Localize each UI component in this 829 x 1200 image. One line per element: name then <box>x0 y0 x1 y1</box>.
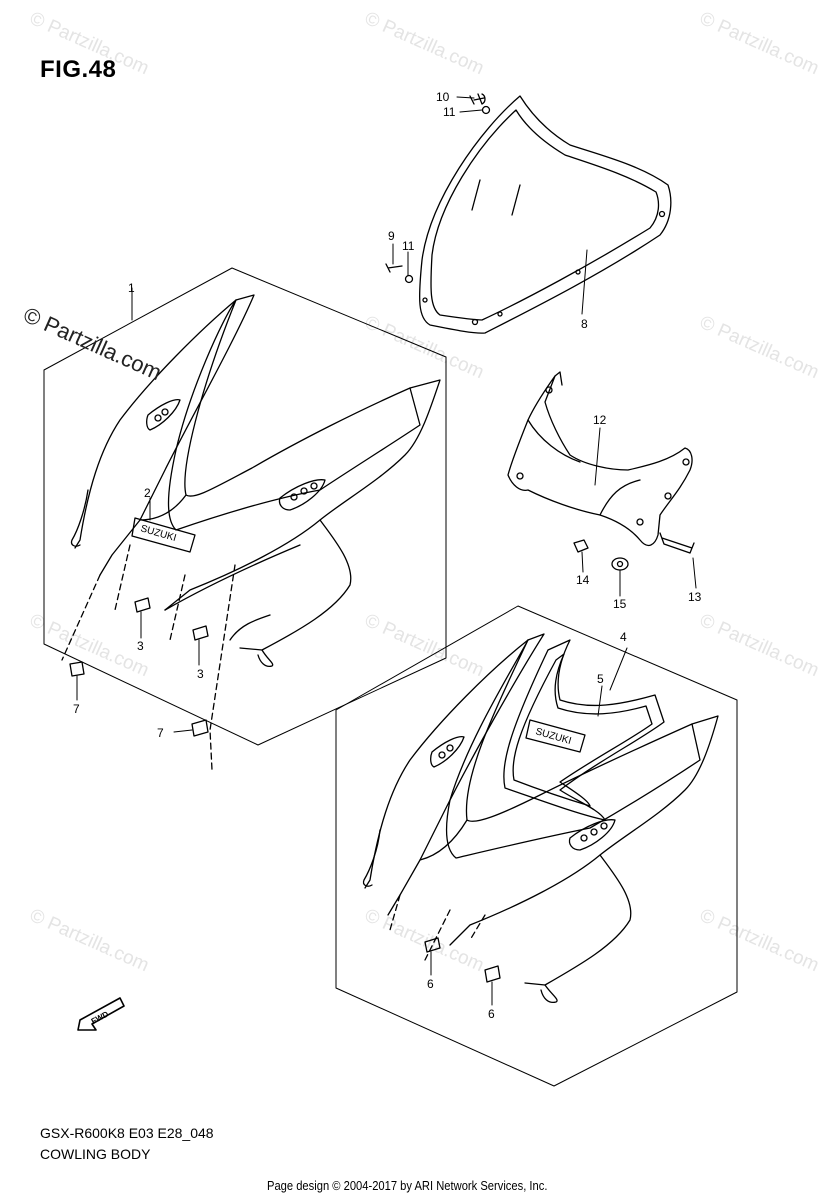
callout-11: 11 <box>443 105 456 119</box>
callout-11: 11 <box>402 239 415 253</box>
model-code: GSX-R600K8 E03 E28_048 <box>40 1125 214 1141</box>
callout-3: 3 <box>197 667 204 681</box>
cowling-group-frame <box>43 267 447 746</box>
screw-9 <box>385 263 403 273</box>
cowling-bracket-part-12 <box>507 371 693 547</box>
callout-9: 9 <box>388 229 395 243</box>
sticker-3b <box>192 625 209 641</box>
callout-3: 3 <box>137 639 144 653</box>
callout-13: 13 <box>688 590 702 604</box>
windscreen-part-8 <box>418 95 672 334</box>
washer-11a <box>481 105 491 115</box>
suzuki-decal-text: SUZUKI <box>139 523 177 544</box>
callout-4: 4 <box>620 630 627 644</box>
callout-2: 2 <box>144 486 151 500</box>
callout-8: 8 <box>581 317 588 331</box>
nut-14 <box>573 539 589 553</box>
fwd-label: FWD <box>90 1009 111 1026</box>
callout-6: 6 <box>488 1007 495 1021</box>
front-cowling-part-4: SUZUKI <box>362 633 719 1004</box>
bolt-13 <box>659 532 695 554</box>
leader-lines <box>76 96 697 1006</box>
sticker-7a <box>69 661 85 677</box>
callout-10: 10 <box>436 90 450 104</box>
callout-1: 1 <box>128 281 135 295</box>
callout-7: 7 <box>157 726 164 740</box>
sticker-7b <box>191 719 209 737</box>
cowling-group-frame <box>335 605 738 1087</box>
callout-14: 14 <box>576 573 590 587</box>
sticker-3a <box>134 597 151 613</box>
section-name: COWLING BODY <box>40 1146 151 1162</box>
callout-7: 7 <box>73 702 80 716</box>
fwd-arrow-icon <box>77 997 125 1031</box>
washer-15 <box>611 557 629 571</box>
page-footer: Page design © 2004-2017 by ARI Network S… <box>267 1178 548 1193</box>
svg-text:FWD: FWD <box>90 1009 111 1026</box>
callout-6: 6 <box>427 977 434 991</box>
callout-15: 15 <box>613 597 627 611</box>
callout-5: 5 <box>597 672 604 686</box>
sticker-6b <box>484 965 501 983</box>
screw-10 <box>469 93 486 105</box>
figure-title: FIG.48 <box>40 56 117 83</box>
sticker-6a <box>424 937 441 953</box>
callout-12: 12 <box>593 413 607 427</box>
washer-11b <box>404 274 414 284</box>
